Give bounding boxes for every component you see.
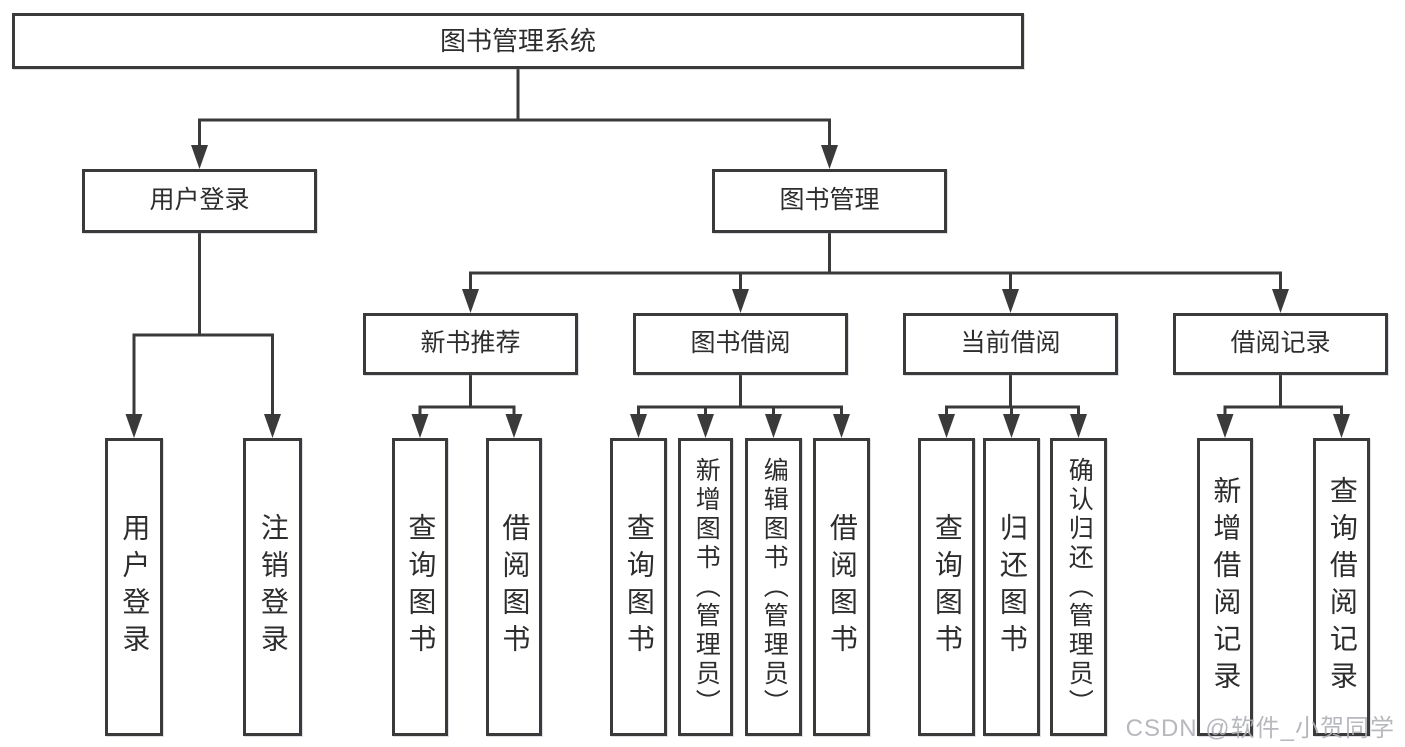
node-current-borrowing: 当前借阅 [903, 313, 1118, 375]
connector-library-management-system-to-children [191, 69, 838, 169]
node-book-management: 图书管理 [712, 169, 947, 233]
node-cb-return-books: 归还图书 [983, 438, 1040, 736]
node-user-login: 用户登录 [82, 169, 317, 233]
arrowheads-new-book-recommendation [411, 414, 523, 438]
arrowheads-book-borrowing [630, 414, 850, 438]
node-br-query-borrow-record: 查询借阅记录 [1313, 438, 1370, 736]
connector-book-management-to-children [462, 233, 1289, 313]
node-borrowing-records: 借阅记录 [1173, 313, 1388, 375]
node-bb-borrow-books: 借阅图书 [813, 438, 870, 736]
node-leaf-logout: 注销登录 [243, 438, 302, 736]
node-cb-confirm-return-admin: 确认归还（管理员） [1050, 438, 1107, 736]
node-bb-edit-books-admin: 编辑图书（管理员） [745, 438, 802, 736]
node-library-management-system: 图书管理系统 [12, 13, 1024, 69]
arrowheads-current-borrowing [938, 414, 1087, 438]
node-nb-query-books: 查询图书 [392, 438, 448, 736]
node-leaf-user-login: 用户登录 [105, 438, 163, 736]
connector-current-borrowing-to-children [938, 375, 1087, 438]
watermark: CSDN @软件_小贺同学 [1125, 715, 1395, 742]
arrowheads-library-management-system [191, 145, 838, 169]
arrowheads-book-management [462, 289, 1289, 313]
connector-new-book-recommendation-to-children [411, 375, 523, 438]
node-book-borrowing: 图书借阅 [633, 313, 848, 375]
node-cb-query-books: 查询图书 [918, 438, 975, 736]
node-nb-borrow-books: 借阅图书 [486, 438, 542, 736]
connector-borrowing-records-to-children [1216, 375, 1350, 438]
arrowheads-borrowing-records [1216, 414, 1350, 438]
arrowheads-user-login [125, 414, 281, 438]
node-br-add-borrow-record: 新增借阅记录 [1197, 438, 1253, 736]
node-bb-query-books: 查询图书 [610, 438, 667, 736]
node-new-book-recommendation: 新书推荐 [363, 313, 578, 375]
connector-user-login-to-children [125, 233, 281, 438]
node-bb-add-books-admin: 新增图书（管理员） [678, 438, 733, 736]
connector-book-borrowing-to-children [630, 375, 850, 438]
